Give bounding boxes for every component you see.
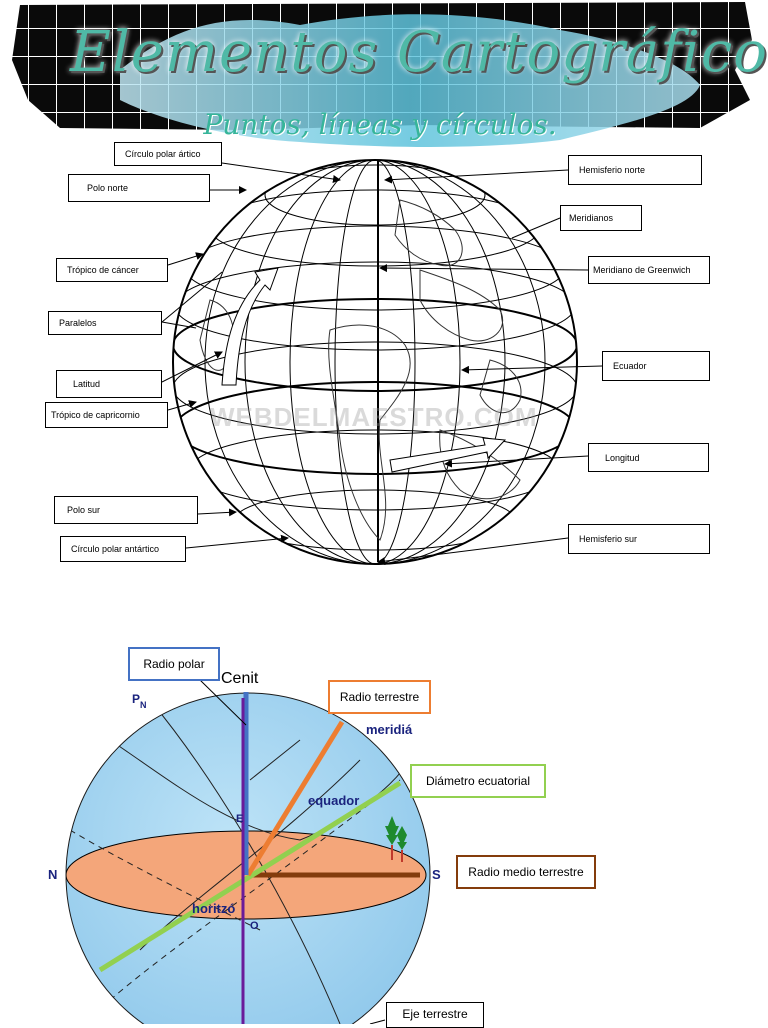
watercolor-splash [120,14,700,148]
label-diametro-ecuatorial: Diámetro ecuatorial [410,764,546,798]
label-longitud: Longitud [588,443,709,472]
label-circulo-polar-artico: Círculo polar ártico [114,142,222,166]
label-hemisferio-sur: Hemisferio sur [568,524,710,554]
label-radio-polar: Radio polar [128,647,220,681]
label-meridianos: Meridianos [560,205,642,231]
label-hemisferio-norte: Hemisferio norte [568,155,702,185]
label-meridia: meridiá [366,722,413,737]
label-radio-terrestre: Radio terrestre [328,680,431,714]
label-pn-n: N [140,700,147,710]
label-polo-norte: Polo norte [68,174,210,202]
trees-icon [385,816,407,862]
leader-lines [161,162,603,566]
header-banner [12,2,752,148]
label-horitzo: horitzó [192,901,236,916]
label-tropico-cancer: Trópico de cáncer [56,258,168,282]
label-ecuador: Ecuador [602,351,710,381]
diametro-ecuatorial-line [98,780,402,973]
page-title: Elementos Cartográficos [70,20,768,85]
label-meridiano-greenwich: Meridiano de Greenwich [588,256,710,284]
label-n: N [48,867,58,882]
label-eje-terrestre: Eje terrestre [386,1002,484,1028]
rotation-arrow-left [221,267,279,386]
rotation-arrow-right [389,437,507,473]
label-latitud: Latitud [56,370,162,398]
label-circulo-polar-antartico: Círculo polar antártico [60,536,186,562]
label-o: O [250,920,259,932]
page-subtitle: Puntos, líneas y círculos. [203,108,557,141]
label-s: S [432,867,441,882]
label-tropico-capricornio: Trópico de capricornio [45,402,168,428]
label-e: E [236,813,244,825]
globe-diagram [161,159,603,566]
label-polo-sur: Polo sur [54,496,198,524]
label-cenit: Cenit [221,670,259,687]
label-pn-p: P [132,692,141,706]
label-equador: equador [308,793,360,808]
watermark: WEBDELMAESTRO.COM [210,402,538,432]
radio-terrestre-line [245,720,345,877]
meridians [204,160,546,564]
label-radio-medio-terrestre: Radio medio terrestre [456,855,596,889]
label-paralelos: Paralelos [48,311,162,335]
